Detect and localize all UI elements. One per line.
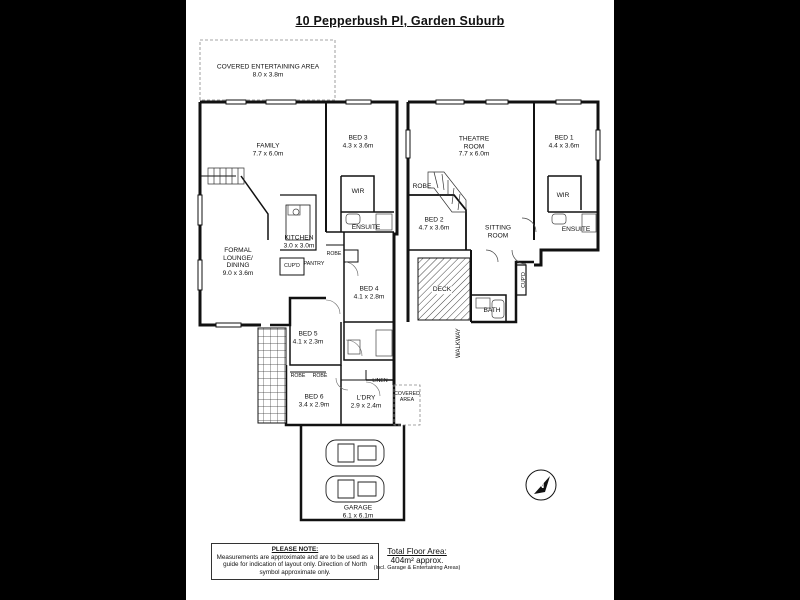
covered-area-outline	[393, 384, 421, 426]
room-linen: Linen	[372, 378, 388, 384]
room-bath: Bath	[483, 307, 501, 315]
room-wir-right: WIR	[556, 192, 570, 200]
room-wir-left: WIR	[351, 188, 365, 196]
room-cupd-left: Cup'd	[284, 263, 300, 269]
room-bed-2: Bed 2 4.7 x 3.6m	[418, 216, 450, 231]
room-kitchen: Kitchen 3.0 x 3.0m	[283, 234, 315, 249]
room-deck: Deck	[431, 286, 453, 294]
room-robe-bed6-b: Robe	[312, 373, 328, 379]
room-robe-right: Robe	[412, 183, 432, 191]
room-sitting: Sitting Room	[484, 224, 511, 239]
room-covered-entertaining: Covered Entertaining Area 8.0 x 3.8m	[216, 63, 320, 78]
total-sub: (Incl. Garage & Entertaining Areas)	[373, 565, 461, 571]
room-cupd-right: Cup'd	[521, 272, 527, 288]
north-arrow-icon: N	[525, 469, 557, 501]
room-bed-1: Bed 1 4.4 x 3.6m	[548, 134, 580, 149]
property-title: 10 Pepperbush Pl, Garden Suburb	[295, 14, 505, 28]
room-bed-5: Bed 5 4.1 x 2.3m	[292, 330, 324, 345]
floor-plan-sheet: 10 Pepperbush Pl, Garden Suburb	[186, 0, 614, 600]
room-pantry: Pantry	[303, 261, 325, 267]
room-ensuite-right: Ensuite	[561, 226, 591, 234]
room-theatre: Theatre Room 7.7 x 6.0m	[458, 135, 490, 158]
total-heading: Total Floor Area:	[387, 547, 447, 556]
room-laundry: L'dry 2.9 x 2.4m	[350, 394, 382, 409]
total-floor-area: Total Floor Area: 404m² approx. (Incl. G…	[372, 547, 462, 571]
room-covered-area: Covered Area	[394, 391, 420, 403]
north-letter: N	[538, 480, 545, 490]
room-robe-bed6-a: Robe	[290, 373, 306, 379]
garage-cars	[325, 439, 385, 503]
room-garage: Garage 6.1 x 6.1m	[342, 504, 374, 519]
floor-plan-drawing	[197, 39, 601, 522]
room-bed-6: Bed 6 3.4 x 2.9m	[298, 393, 330, 408]
room-ensuite-left: Ensuite	[351, 224, 381, 232]
total-value: 404m² approx.	[390, 556, 444, 565]
walkway-tiles	[257, 327, 287, 424]
room-robe-left: Robe	[326, 251, 342, 257]
note-heading: PLEASE NOTE:	[271, 546, 319, 553]
room-walkway: Walkway	[456, 328, 462, 358]
room-formal-lounge-dining: Formal Lounge/ Dining 9.0 x 3.6m	[222, 246, 254, 277]
note-text: Measurements are approximate and are to …	[216, 553, 374, 576]
room-family: Family 7.7 x 6.0m	[252, 142, 284, 157]
room-bed-4: Bed 4 4.1 x 2.8m	[353, 285, 385, 300]
room-bed-3: Bed 3 4.3 x 3.6m	[342, 134, 374, 149]
please-note-box: PLEASE NOTE: Measurements are approximat…	[211, 543, 379, 581]
